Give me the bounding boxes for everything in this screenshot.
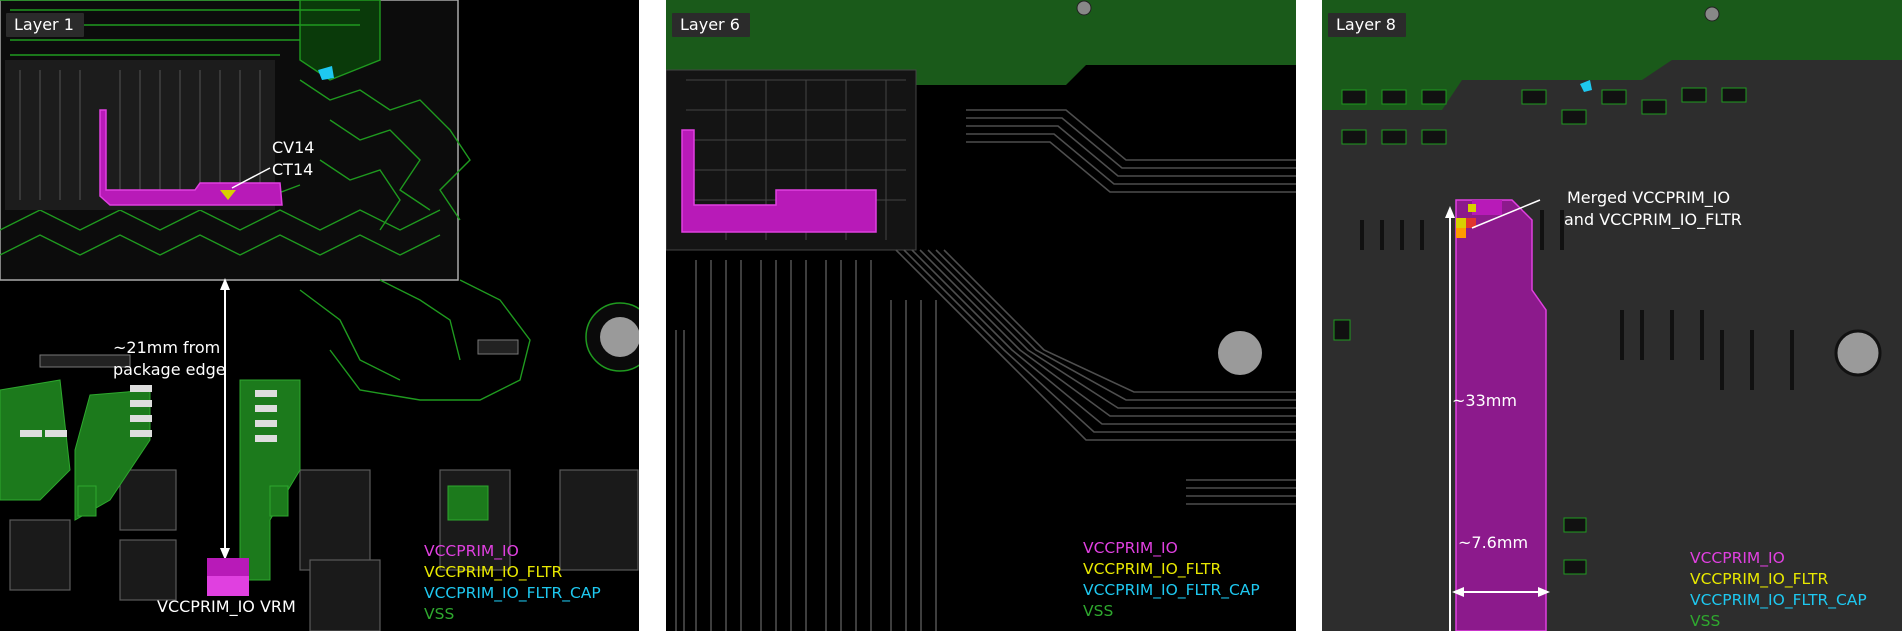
legend-item: VCCPRIM_IO_FLTR_CAP bbox=[424, 584, 601, 602]
legend-item: VCCPRIM_IO bbox=[424, 542, 519, 560]
merged-label-line1: Merged VCCPRIM_IO bbox=[1567, 188, 1731, 207]
vccprim-io-pour bbox=[681, 129, 877, 233]
legend: VCCPRIM_IO VCCPRIM_IO_FLTR VCCPRIM_IO_FL… bbox=[424, 541, 601, 625]
legend-item: VCCPRIM_IO_FLTR_CAP bbox=[1083, 581, 1260, 599]
distance-label-line2: package edge bbox=[113, 360, 226, 379]
layer6-board-drawing bbox=[666, 0, 1296, 631]
legend-item: VCCPRIM_IO_FLTR bbox=[1083, 560, 1222, 578]
legend-item: VCCPRIM_IO bbox=[1083, 539, 1178, 557]
mounting-hole bbox=[600, 317, 639, 357]
distance-label-line1: ~21mm from bbox=[113, 338, 221, 357]
vss-plane bbox=[1322, 0, 1902, 110]
legend: VCCPRIM_IO VCCPRIM_IO_FLTR VCCPRIM_IO_FL… bbox=[1083, 538, 1260, 622]
vrm-label: VCCPRIM_IO VRM bbox=[157, 597, 296, 616]
layer1-panel: Layer 1 CV14 CT14 ~21mm from package edg… bbox=[0, 0, 639, 631]
length-label: ~33mm bbox=[1452, 391, 1517, 410]
vccprim-io-fltr-merged-pour bbox=[1455, 199, 1547, 631]
via-label-ct14: CT14 bbox=[272, 160, 314, 179]
legend-item: VCCPRIM_IO_FLTR bbox=[424, 563, 563, 581]
layer-label: Layer 6 bbox=[672, 13, 750, 37]
via-column-pattern bbox=[1360, 210, 1794, 390]
legend-item: VSS bbox=[1690, 612, 1721, 630]
legend-item: VSS bbox=[424, 605, 455, 623]
legend-item: VCCPRIM_IO bbox=[1690, 549, 1785, 567]
layer6-panel: Layer 6 VCCPRIM_IO VCCPRIM_IO_FLTR VCCPR… bbox=[666, 0, 1296, 631]
layer-label: Layer 1 bbox=[6, 13, 84, 37]
merged-label-line2: and VCCPRIM_IO_FLTR bbox=[1564, 210, 1742, 229]
layer-label: Layer 8 bbox=[1328, 13, 1406, 37]
vccprim-io-fltr-cap-pad bbox=[318, 66, 334, 80]
vss-plane bbox=[666, 0, 1296, 85]
mounting-hole bbox=[1218, 331, 1262, 375]
vccprim-io-fltr-via bbox=[220, 190, 236, 200]
legend-item: VCCPRIM_IO_FLTR bbox=[1690, 570, 1829, 588]
legend: VCCPRIM_IO VCCPRIM_IO_FLTR VCCPRIM_IO_FL… bbox=[1690, 548, 1867, 631]
via-label-cv14: CV14 bbox=[272, 138, 315, 157]
layer8-board-drawing bbox=[1322, 0, 1902, 631]
legend-item: VSS bbox=[1083, 602, 1114, 620]
mounting-hole bbox=[1834, 329, 1882, 377]
layer8-panel: Layer 8 Merged VCCPRIM_IO and VCCPRIM_IO… bbox=[1322, 0, 1902, 631]
signal-traces bbox=[675, 109, 1296, 631]
width-label: ~7.6mm bbox=[1458, 533, 1529, 552]
layer1-board-drawing bbox=[0, 0, 639, 631]
legend-item: VCCPRIM_IO_FLTR_CAP bbox=[1690, 591, 1867, 609]
